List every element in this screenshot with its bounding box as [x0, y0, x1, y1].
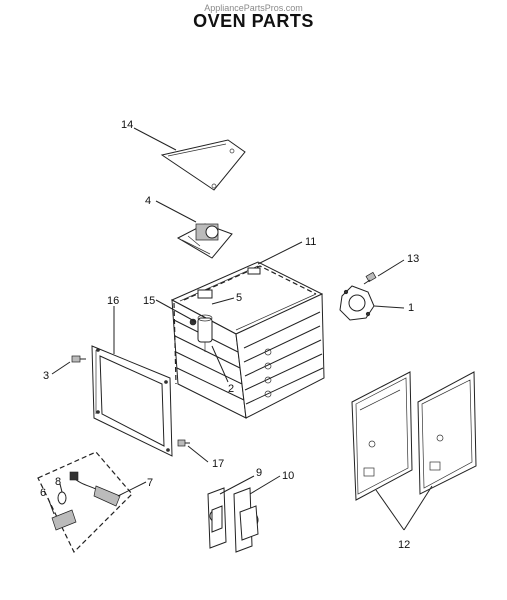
callout-11: 11: [305, 236, 316, 248]
callout-16: 16: [107, 295, 119, 307]
part-8-bulb: [57, 491, 67, 505]
callout-14: 14: [121, 119, 133, 131]
part-4-latch-assembly: [176, 223, 233, 259]
callout-7: 7: [147, 477, 153, 489]
callout-12: 12: [398, 539, 410, 551]
callout-17: 17: [212, 458, 224, 470]
part-1-gasket: [339, 285, 375, 321]
callout-4: 4: [145, 195, 151, 207]
part-14-plate: [160, 139, 246, 191]
callout-1: 1: [408, 302, 414, 314]
part-9-hinge: [207, 487, 227, 549]
part-10-hinge: [233, 487, 259, 553]
part-6-lens: [51, 509, 77, 531]
part-15-sensor-tube: [189, 314, 213, 352]
callout-labels: 14 4 11 13 1 5 15 16 3 2 17 7 8 6 9 10 1…: [40, 119, 419, 551]
callout-8: 8: [55, 476, 61, 488]
part-16-door-frame: [91, 345, 173, 457]
callout-9: 9: [256, 467, 262, 479]
part-12-side-panels: [351, 371, 477, 501]
oven-cavity: [170, 261, 325, 419]
part-3-screw: [71, 355, 86, 363]
callout-3: 3: [43, 370, 49, 382]
callout-5: 5: [236, 292, 242, 304]
part-17-screw: [177, 439, 190, 447]
site-watermark: AppliancePartsPros.com: [204, 3, 303, 13]
part-13-screw: [363, 271, 377, 285]
callout-13: 13: [407, 253, 419, 265]
part-7-light-kit: [37, 451, 133, 554]
callout-15: 15: [143, 295, 155, 307]
diagram-title: OVEN PARTS: [193, 11, 314, 31]
callout-6: 6: [40, 487, 46, 499]
callout-2: 2: [228, 383, 234, 395]
callout-10: 10: [282, 470, 294, 482]
leader-lines: [47, 127, 433, 531]
